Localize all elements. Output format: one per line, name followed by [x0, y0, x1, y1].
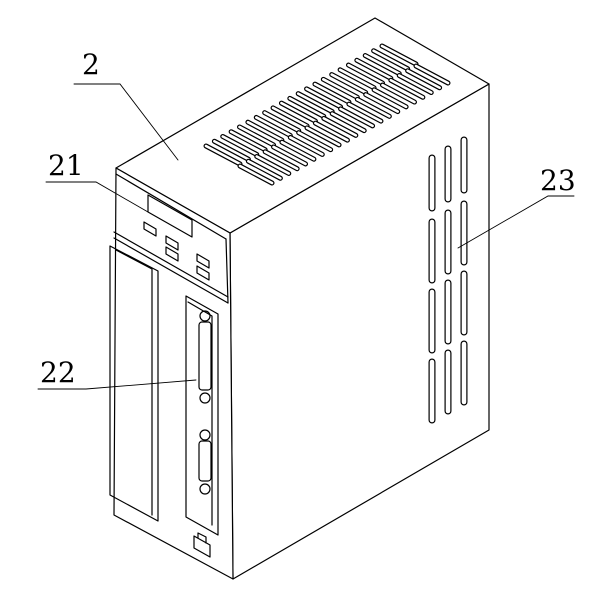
vent-slot-inner — [380, 44, 418, 66]
display-window — [147, 194, 193, 238]
vent-slot-inner — [204, 144, 242, 166]
vent-slot-inner — [296, 92, 334, 113]
key-4 — [196, 253, 210, 269]
vent-slot-inner — [238, 125, 275, 147]
screw-icon — [199, 310, 211, 322]
vent-slot-inner — [263, 111, 300, 132]
screw-icon — [199, 483, 211, 495]
vent-slot-inner — [356, 98, 391, 118]
vent-slot-inner — [305, 87, 342, 109]
vent-slot-inner — [372, 88, 408, 109]
label-22: 22 — [40, 356, 76, 389]
vent-slot-inner — [272, 145, 307, 166]
label-21: 21 — [48, 149, 84, 182]
vent-slot-inner — [355, 58, 393, 80]
vent-slot-inner — [271, 106, 309, 128]
vent-slot-inner — [288, 97, 326, 118]
leader-lines — [37, 83, 575, 390]
vent-slot-inner — [255, 155, 291, 175]
vent-slot-inner — [254, 116, 292, 137]
front-left-panel — [109, 245, 159, 522]
vent-slot-inner — [322, 117, 358, 137]
vent-slot-inner — [330, 112, 366, 132]
vent-slot-inner — [288, 136, 324, 156]
vent-slot-inner — [314, 121, 349, 142]
front-face — [113, 167, 234, 580]
vent-slot-inner — [313, 82, 351, 104]
key-3 — [165, 246, 179, 262]
key-2 — [165, 235, 179, 251]
vent-slot-inner — [238, 164, 274, 185]
vent-slot-inner — [372, 49, 409, 71]
vent-slot-inner — [322, 78, 359, 99]
connector-strip — [185, 295, 219, 558]
screw-icon — [199, 429, 211, 441]
vent-slot-inner — [364, 93, 400, 113]
vent-slot-inner — [406, 69, 441, 90]
vent-slot-inner — [339, 107, 374, 128]
screw-icon — [199, 392, 211, 404]
vent-slot-inner — [381, 83, 416, 104]
vent-slot-inner — [347, 63, 384, 85]
keypad-panel — [113, 173, 229, 304]
lower-connector — [198, 440, 212, 482]
key-5 — [196, 265, 210, 281]
key-1 — [143, 221, 157, 237]
vent-slot-inner — [246, 120, 284, 142]
vent-slot-inner — [338, 68, 376, 90]
vent-slot-inner — [280, 101, 317, 123]
vent-slot-inner — [347, 102, 383, 123]
vent-slot-inner — [213, 139, 250, 161]
vent-slot-inner — [397, 74, 433, 94]
top-vents — [203, 43, 451, 186]
network-port — [193, 535, 211, 558]
vent-slot-inner — [363, 54, 401, 75]
vent-slot-inner — [297, 131, 332, 151]
vent-slot-inner — [280, 140, 316, 161]
vent-slot-inner — [389, 78, 425, 99]
vent-slot-inner — [229, 130, 267, 152]
vent-slot-inner — [330, 73, 368, 94]
vent-slot-inner — [263, 150, 299, 171]
label-23: 23 — [540, 164, 576, 197]
vent-slot-inner — [247, 159, 282, 180]
vent-slot-inner — [414, 64, 450, 85]
side-vents — [428, 136, 468, 424]
vent-slot-inner — [305, 126, 341, 147]
vent-slot-inner — [221, 135, 259, 156]
upper-connector — [198, 321, 212, 391]
label-2: 2 — [82, 48, 100, 81]
